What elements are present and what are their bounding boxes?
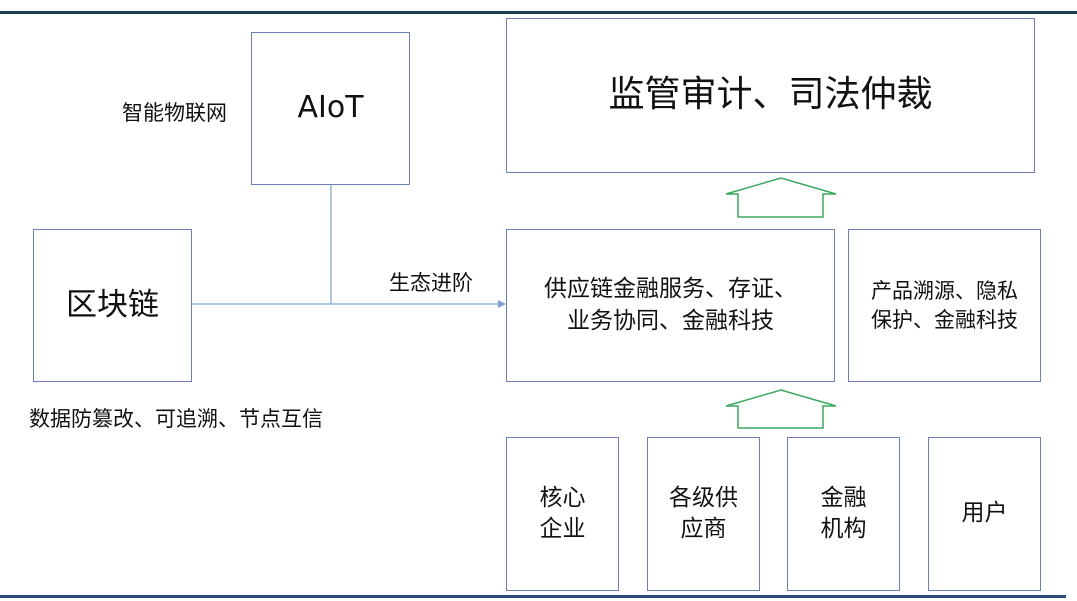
aiot-box: AIoT — [251, 32, 410, 185]
traceability-box: 产品溯源、隐私 保护、金融科技 — [848, 229, 1041, 382]
participant-label: 各级供 — [669, 484, 738, 511]
participant-label: 金融 — [820, 484, 867, 511]
bottom-rule — [0, 595, 1066, 598]
up-arrow-icon — [725, 389, 837, 429]
traceability-line: 保护、金融科技 — [871, 307, 1018, 332]
participant-label: 企业 — [539, 516, 586, 542]
participant-box: 用户 — [928, 437, 1041, 591]
participant-box: 金融 机构 — [787, 437, 900, 591]
services-line: 供应链金融服务、存证、 — [544, 276, 797, 303]
participant-label: 用户 — [961, 500, 1008, 527]
traceability-line: 产品溯源、隐私 — [871, 279, 1018, 304]
blockchain-box: 区块链 — [33, 229, 192, 382]
services-line: 业务协同、金融科技 — [567, 307, 774, 334]
participant-label: 核心 — [539, 484, 586, 511]
participant-box: 各级供 应商 — [647, 437, 760, 591]
participant-label: 应商 — [680, 516, 727, 542]
top-rule — [0, 11, 1077, 14]
connector-arrowhead-icon — [498, 300, 506, 308]
oversight-box: 监管审计、司法仲裁 — [506, 18, 1035, 173]
aiot-caption: 智能物联网 — [122, 101, 227, 125]
up-arrow-icon — [725, 177, 837, 218]
blockchain-label: 区块链 — [66, 286, 159, 323]
connector-label: 生态进阶 — [389, 271, 473, 295]
participant-box: 核心 企业 — [506, 437, 619, 591]
blockchain-caption: 数据防篡改、可追溯、节点互信 — [29, 407, 323, 431]
services-box: 供应链金融服务、存证、 业务协同、金融科技 — [506, 229, 835, 382]
oversight-label: 监管审计、司法仲裁 — [608, 74, 933, 116]
participant-label: 机构 — [820, 516, 867, 542]
aiot-label: AIoT — [297, 90, 364, 126]
